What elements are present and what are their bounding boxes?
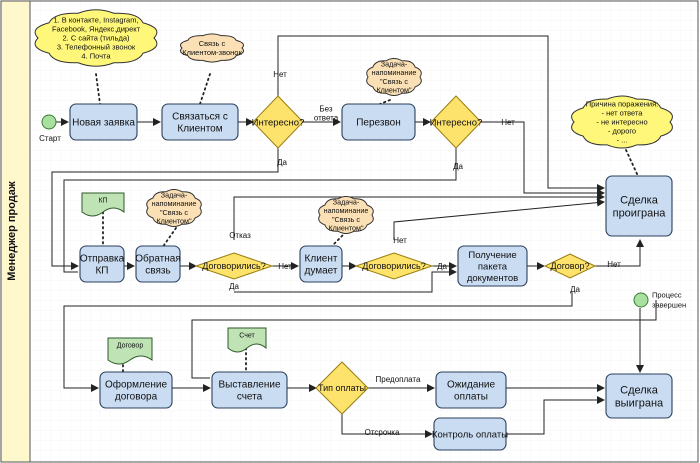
start-event xyxy=(41,114,57,130)
gateway-agreed-2: Договорились? xyxy=(354,252,434,280)
edge-gw3-refusal-lost xyxy=(233,193,605,240)
gateway-contract-label: Договор? xyxy=(551,261,590,271)
edge-label-refusal: Отказ xyxy=(229,231,251,240)
edge-gw2-no-lost xyxy=(480,121,605,197)
edge-label-yes-3: Да xyxy=(437,262,447,271)
start-event-label: Старт xyxy=(39,134,61,143)
task-recall: Перезвон xyxy=(341,103,416,141)
edge-label-prepayment: Предоплата xyxy=(376,375,421,384)
doc-invoice-label: Счет xyxy=(239,332,255,339)
edge-gw2-yes-offer xyxy=(63,148,457,273)
doc-invoice: Счет xyxy=(227,327,267,353)
doc-kp-label: КП xyxy=(98,197,107,204)
assoc-reminder3 xyxy=(329,231,347,249)
nodes: 1. В контакте, Instagram,Facebook, Яндек… xyxy=(34,9,686,451)
edge-label-no-1: Нет xyxy=(273,70,287,79)
task-payment-control: Контроль оплаты xyxy=(432,417,508,451)
lane-title: Менеджер продаж xyxy=(6,181,18,281)
doc-contract: Договор xyxy=(107,337,153,365)
edge-gw4-no-lost xyxy=(393,198,605,240)
edge-control-won xyxy=(506,396,605,435)
edge-gw5-yes-contract xyxy=(63,292,573,392)
edge-gw6-deferred-control xyxy=(341,414,433,438)
doc-contract-label: Договор xyxy=(117,342,144,349)
gateway-agreed-2-label: Договорились? xyxy=(362,261,425,271)
assoc-reminder2 xyxy=(161,227,177,249)
gateway-agreed-1-label: Договорились? xyxy=(202,261,265,271)
gateway-interested-2: Интересно? xyxy=(430,95,483,149)
gateway-agreed-1: Договорились? xyxy=(194,252,274,280)
edge-label-no-3: Нет xyxy=(278,262,292,271)
gateway-payment-type-label: Тип оплаты xyxy=(318,383,366,393)
task-payment-control-label: Контроль оплаты xyxy=(432,429,508,440)
annotation-loss-reasons: Причина поражения:- нет ответа- не интер… xyxy=(571,95,673,149)
task-recall-label: Перезвон xyxy=(356,118,401,129)
edge-gw3-yes-docs xyxy=(234,268,457,293)
task-new-lead: Новая заявка xyxy=(69,103,138,141)
annotation-lead-sources: 1. В контакте, Instagram,Facebook, Яндек… xyxy=(34,9,158,67)
annotation-lead-sources-text: 1. В контакте, Instagram,Facebook, Яндек… xyxy=(52,16,141,61)
end-event xyxy=(633,292,649,308)
assoc-contact xyxy=(199,73,211,105)
edge-label-no-5: Нет xyxy=(607,260,621,269)
edge-label-yes-1: Да xyxy=(277,158,287,167)
edge-label-yes-5: Да xyxy=(570,285,580,294)
assoc-reminder1 xyxy=(379,99,391,105)
assoc-sources xyxy=(95,73,101,105)
edge-label-yes-4: Да xyxy=(229,282,239,291)
gateway-payment-type: Тип оплаты xyxy=(315,361,369,415)
task-new-lead-label: Новая заявка xyxy=(72,118,135,129)
gateway-interested-1-label: Интересно? xyxy=(252,117,305,128)
edge-label-yes-2: Да xyxy=(453,162,463,171)
edge-gw5-no-lost xyxy=(594,239,644,267)
gateway-interested-2-label: Интересно? xyxy=(430,117,483,128)
connectors xyxy=(51,35,657,438)
edge-label-no-4: Нет xyxy=(393,236,407,245)
edge-loop-invoice xyxy=(191,300,657,379)
edge-label-deferred: Отсрочка xyxy=(365,428,400,437)
edge-label-no-2: Нет xyxy=(501,118,515,127)
gateway-contract: Договор? xyxy=(543,253,597,279)
assoc-loss xyxy=(625,149,639,177)
annotation-loss-reasons-text: Причина поражения:- нет ответа- не интер… xyxy=(586,100,658,145)
doc-kp: КП xyxy=(81,192,125,217)
edge-gw1-yes-offer xyxy=(51,148,279,270)
gateway-interested-1: Интересно? xyxy=(252,95,305,149)
edge-gw1-no-lost xyxy=(277,35,605,192)
